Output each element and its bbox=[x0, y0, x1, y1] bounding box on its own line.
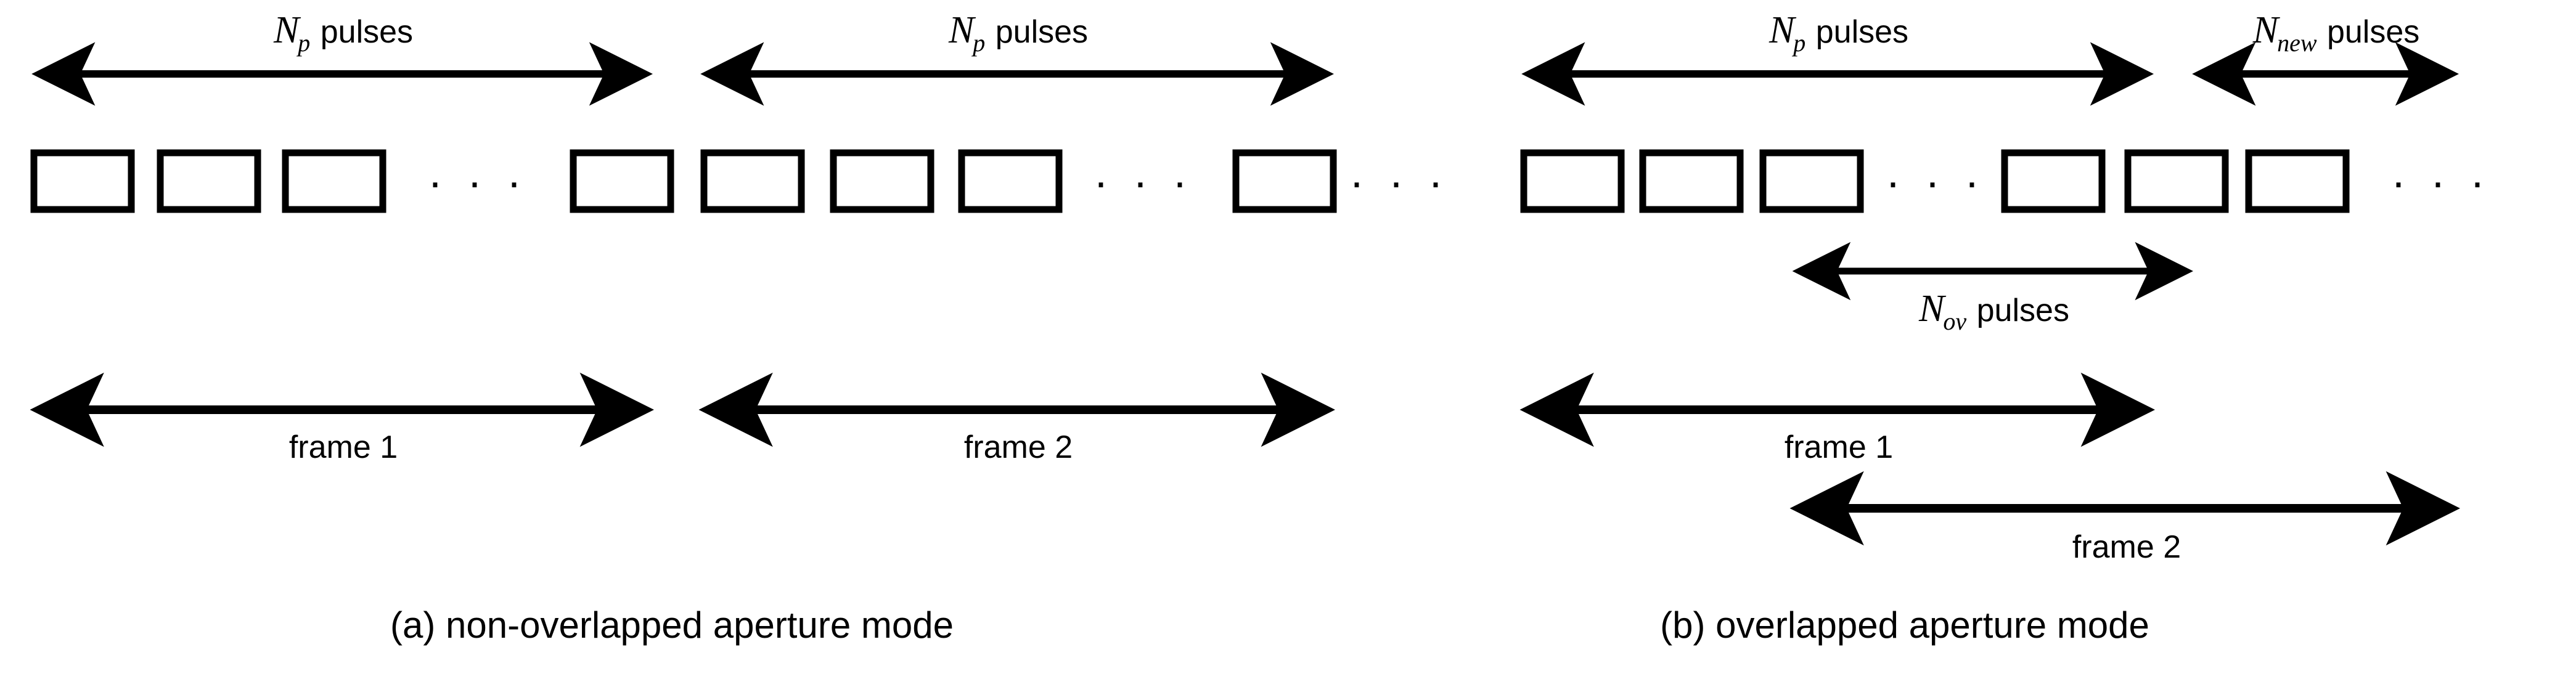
ellipsis-dots-icon: · · · bbox=[1094, 158, 1193, 207]
pulses-word: pulses bbox=[311, 14, 414, 50]
np-pulses-label-a2: Np pulses bbox=[948, 9, 1089, 55]
pulses-word: pulses bbox=[1807, 14, 1909, 50]
pulse-box bbox=[570, 149, 674, 213]
pulse-box bbox=[2001, 149, 2106, 213]
np-symbol: N bbox=[273, 9, 300, 51]
ellipsis-dots-icon: · · · bbox=[1886, 158, 1985, 207]
ellipsis-dots-icon: · · · bbox=[1349, 158, 1449, 207]
pulses-word: pulses bbox=[986, 14, 1089, 50]
panel-b-pulse-boxes bbox=[1520, 149, 2350, 213]
nov-symbol: N bbox=[1919, 288, 1945, 330]
pulse-box bbox=[157, 149, 261, 213]
nnew-subscript: new bbox=[2277, 29, 2317, 57]
np-pulses-label-a1: Np pulses bbox=[273, 9, 414, 55]
pulse-box bbox=[1759, 149, 1864, 213]
panel-b-frame-arrows bbox=[1519, 372, 2461, 546]
nnew-symbol: N bbox=[2252, 9, 2279, 51]
panel-b-caption: (b) overlapped aperture mode bbox=[1660, 604, 2149, 646]
pulse-box bbox=[1232, 149, 1337, 213]
frame-1-label-b: frame 1 bbox=[1784, 429, 1894, 465]
np-subscript: p bbox=[973, 29, 986, 57]
pulse-box bbox=[830, 149, 934, 213]
ellipsis-dots-icon: · · · bbox=[428, 158, 528, 207]
nov-subscript: ov bbox=[1943, 307, 1967, 335]
panel-a-pulse-boxes bbox=[30, 149, 1337, 213]
pulses-word: pulses bbox=[2318, 14, 2420, 50]
pulse-box bbox=[30, 149, 135, 213]
pulse-box bbox=[958, 149, 1063, 213]
np-symbol: N bbox=[1768, 9, 1795, 51]
frame-1-label-a: frame 1 bbox=[288, 429, 398, 465]
nov-pulses-label: Nov pulses bbox=[1919, 288, 2069, 334]
np-pulses-label-b: Np pulses bbox=[1768, 9, 1909, 55]
ellipsis-dots-icon: · · · bbox=[2391, 158, 2491, 207]
np-symbol: N bbox=[948, 9, 975, 51]
pulse-box bbox=[1639, 149, 1744, 213]
panel-b-span-arrows bbox=[1521, 42, 2459, 301]
nnew-pulses-label: Nnew pulses bbox=[2252, 9, 2420, 55]
pulse-box bbox=[2245, 149, 2350, 213]
panel-a-caption: (a) non-overlapped aperture mode bbox=[390, 604, 954, 646]
pulse-box bbox=[282, 149, 386, 213]
pulse-box bbox=[2124, 149, 2229, 213]
np-subscript: p bbox=[1793, 29, 1806, 57]
pulses-word: pulses bbox=[1968, 293, 2069, 328]
np-subscript: p bbox=[298, 29, 311, 57]
frame-2-label-b: frame 2 bbox=[2072, 529, 2181, 565]
frame-2-label-a: frame 2 bbox=[963, 429, 1073, 465]
pulse-box bbox=[700, 149, 805, 213]
pulse-box bbox=[1520, 149, 1625, 213]
